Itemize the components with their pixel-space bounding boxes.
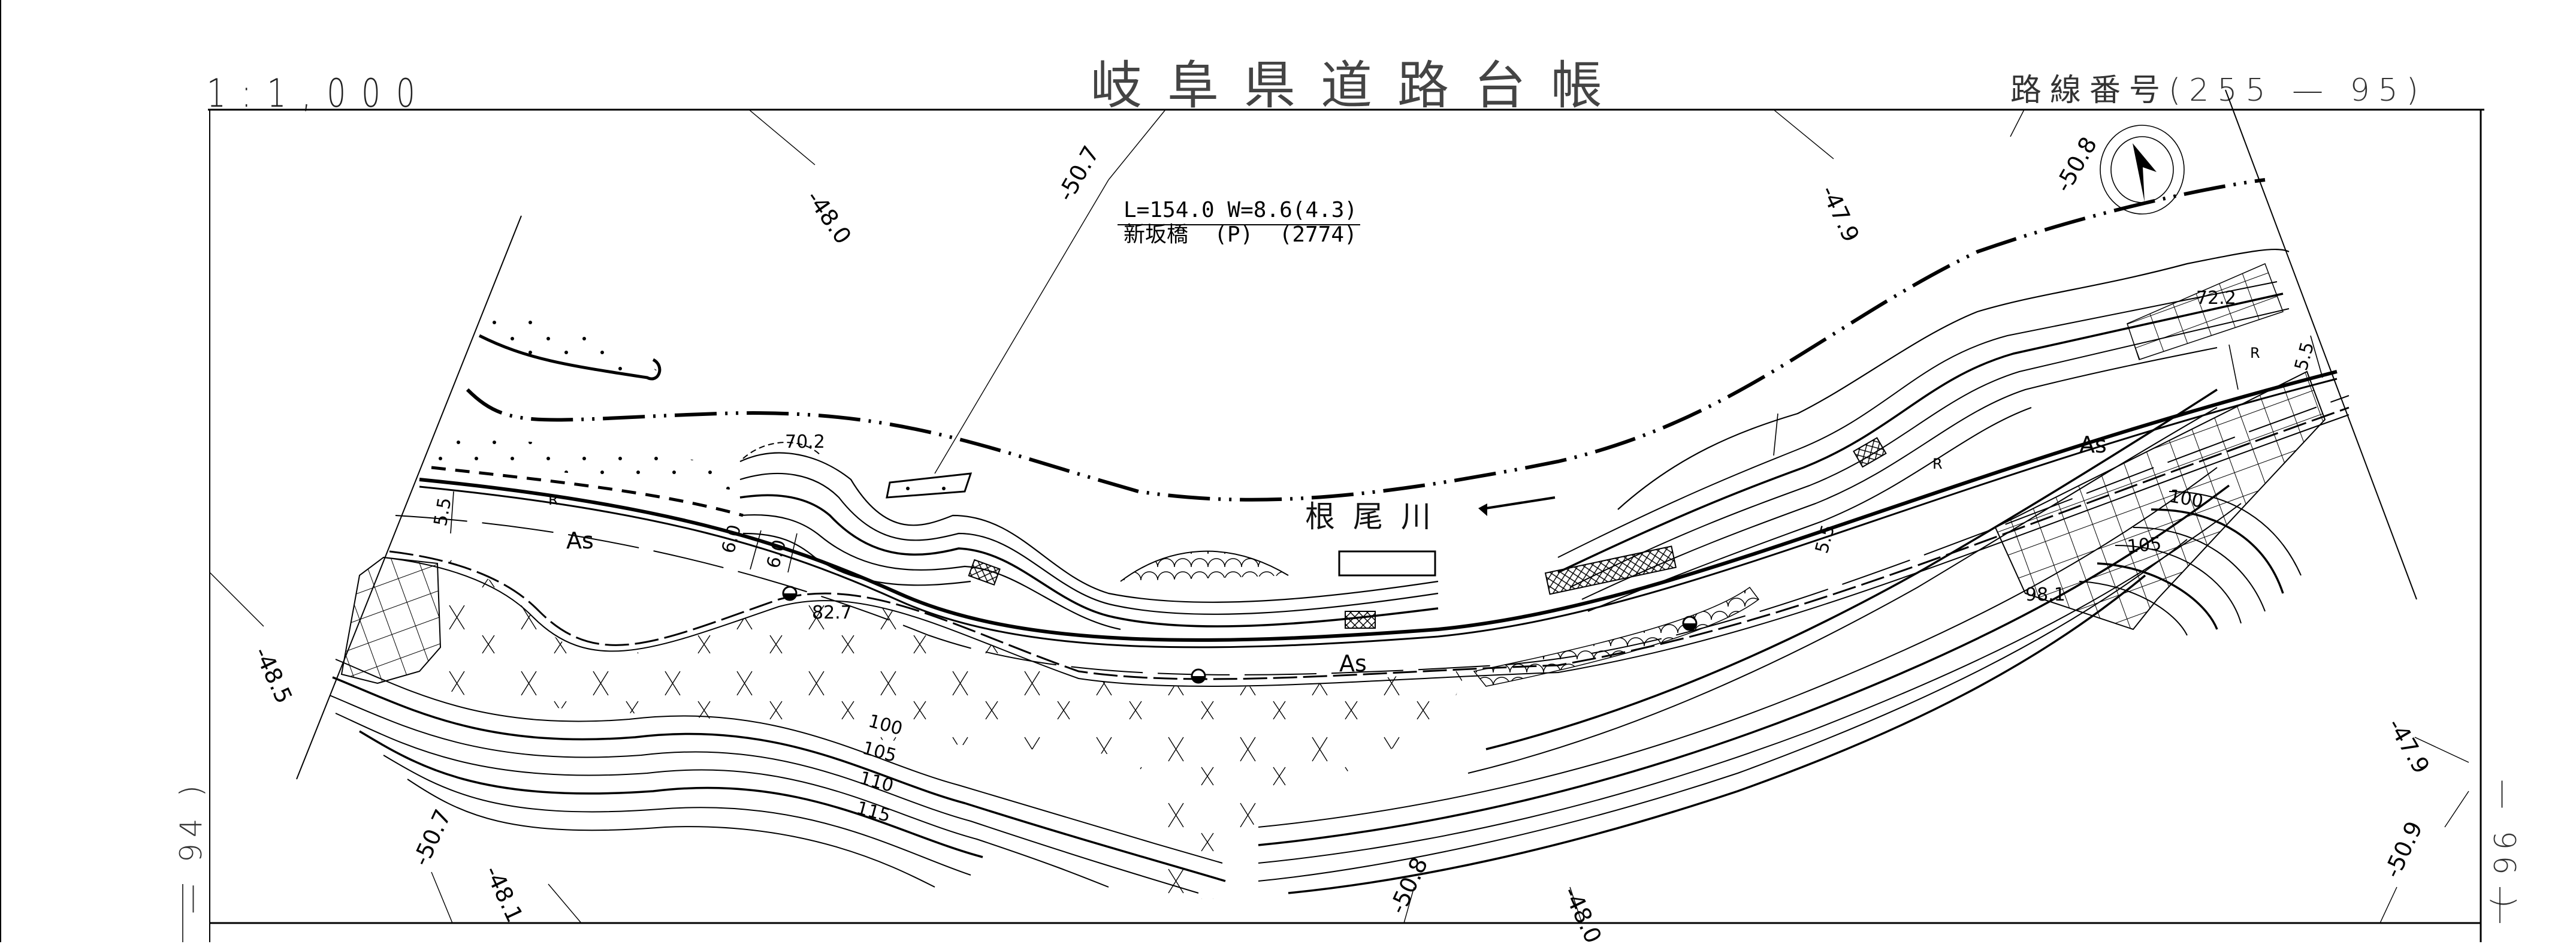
retaining-mark: R [2250,345,2260,361]
adjacent-sheet-right: — 96 ) [2487,779,2521,914]
elevation-point: 72.2 [2196,288,2236,309]
flow-arrow-shaft [1485,496,1556,509]
benchmark-icons [782,586,1698,684]
contours-upper-right [1557,281,2290,612]
map-frame [208,108,2484,942]
hatched-block [1345,611,1376,629]
contours-lower-left [329,659,1226,894]
bridge-annotation: L=154.0 W=8.6(4.3) 新坂橋 (P) (2774) [1124,198,1357,248]
contour-label: 105 [2126,533,2163,557]
page-edge [0,0,1,942]
boundary-left [296,215,522,780]
boundary-right [2225,89,2417,600]
road [383,370,2349,687]
hatched-block [968,559,1001,586]
elevation-point: 98.1 [2025,584,2065,605]
road-surface-label: As [566,527,594,554]
road-surface-label: As [1339,650,1367,677]
scalloped-ridge [1617,248,2290,510]
retaining-mark: R [1932,456,1943,472]
grid-block-right [1994,370,2326,631]
elevation-point: 82.7 [812,602,852,623]
dimension-arrows [450,335,2323,573]
abutment [886,472,973,499]
contours-upper-left [739,452,1439,631]
hatched-block [1544,545,1677,595]
rock-edge [742,442,822,459]
contours-fan [2079,491,2302,636]
contours-lower-right [1258,388,2242,894]
river-name: 根尾川 [1305,499,1449,534]
flow-arrow-icon [1478,503,1487,516]
sheet-title: 岐阜県道路台帳 [1091,56,1627,116]
coordinate-leaders [209,109,2469,924]
retaining-wall [431,466,744,517]
sandbar [473,312,659,378]
map-scale: 1:1,000 [207,71,431,116]
river-bank-line [466,178,2266,502]
verge-strip [431,432,743,491]
stone-pitching [1473,586,1760,687]
bridge-dimensions: L=154.0 W=8.6(4.3) [1124,198,1358,222]
structure-box [1338,550,1436,577]
north-arrow-icon [2100,125,2185,215]
road-surface-label: As [2079,432,2107,458]
retaining-mark: R [548,491,558,508]
elevation-point: 70.2 [785,432,825,453]
crossed-fill-area [443,557,1468,899]
shrub-mound [1120,550,1289,582]
route-number: 路線番号(255 — 95) [2010,73,2427,108]
bridge-name: 新坂橋 (P) (2774) [1124,222,1357,248]
grid-block-left [340,556,442,684]
